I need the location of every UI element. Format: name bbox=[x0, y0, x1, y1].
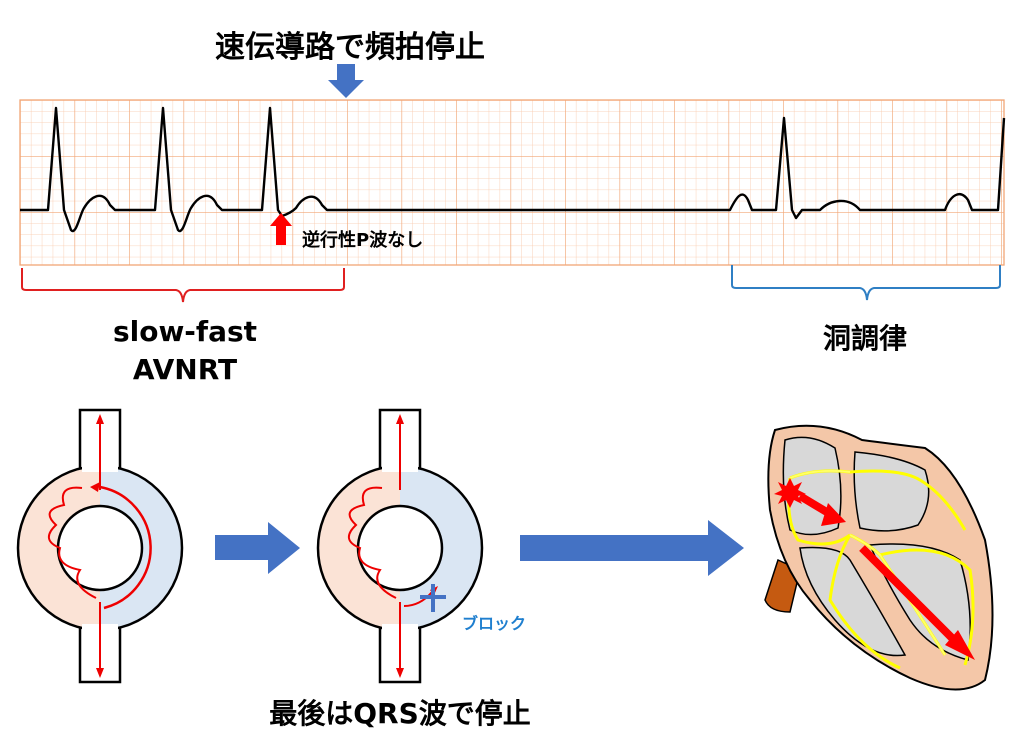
avnrt-bracket bbox=[21, 268, 345, 303]
figure-title: 速伝導路で頻拍停止 bbox=[215, 30, 485, 65]
stop-point-arrow bbox=[328, 64, 364, 98]
heart-diagram bbox=[764, 424, 994, 691]
transition-arrow-2 bbox=[520, 520, 744, 576]
circuit-diagram-block bbox=[316, 408, 484, 684]
no-p-wave-arrow bbox=[270, 213, 292, 245]
sinus-rhythm-label: 洞調律 bbox=[822, 322, 907, 355]
sinus-bracket bbox=[731, 265, 1001, 301]
ecg-grid bbox=[19, 99, 1005, 266]
avnrt-label-line2: AVNRT bbox=[132, 353, 238, 386]
no-retrograde-p-wave-label: 逆行性P波なし bbox=[302, 230, 424, 251]
ecg-trace bbox=[20, 106, 1006, 233]
bottom-caption: 最後はQRS波で停止 bbox=[269, 697, 531, 730]
avnrt-label-line1: slow-fast bbox=[112, 315, 258, 348]
transition-arrow-1 bbox=[215, 522, 300, 574]
circuit-diagram-reentry bbox=[16, 408, 184, 684]
block-label: ブロック bbox=[462, 614, 527, 633]
avnrt-label: slow-fast AVNRT bbox=[100, 313, 270, 389]
